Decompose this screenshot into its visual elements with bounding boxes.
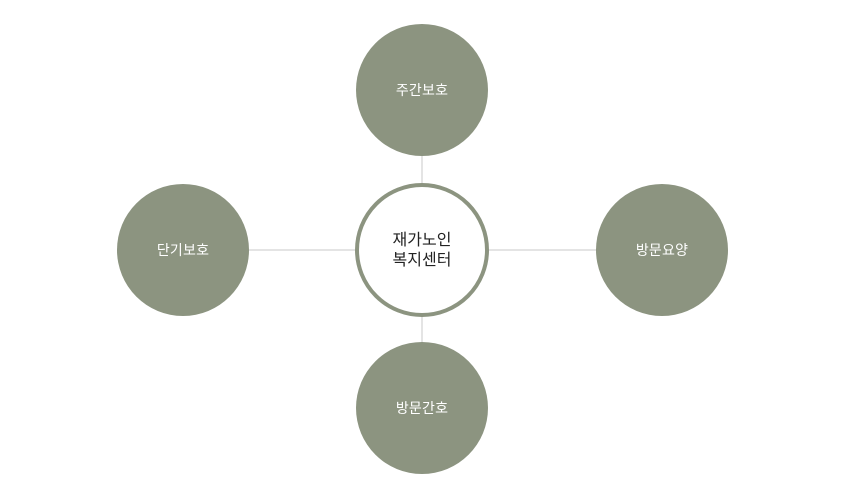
node-short-term-care-label: 단기보호 (156, 243, 210, 259)
center-node-line1: 재가노인 (392, 230, 452, 249)
node-home-visit-nursing-label: 방문간호 (395, 401, 449, 417)
center-node: 재가노인 복지센터 (355, 183, 489, 317)
node-day-care: 주간보호 (356, 24, 488, 156)
node-day-care-label: 주간보호 (395, 83, 449, 99)
node-home-visit-care: 방문요양 (596, 184, 728, 316)
center-node-line2: 복지센터 (392, 250, 452, 269)
node-home-visit-care-label: 방문요양 (635, 243, 689, 259)
node-short-term-care: 단기보호 (117, 184, 249, 316)
node-home-visit-nursing: 방문간호 (356, 342, 488, 474)
